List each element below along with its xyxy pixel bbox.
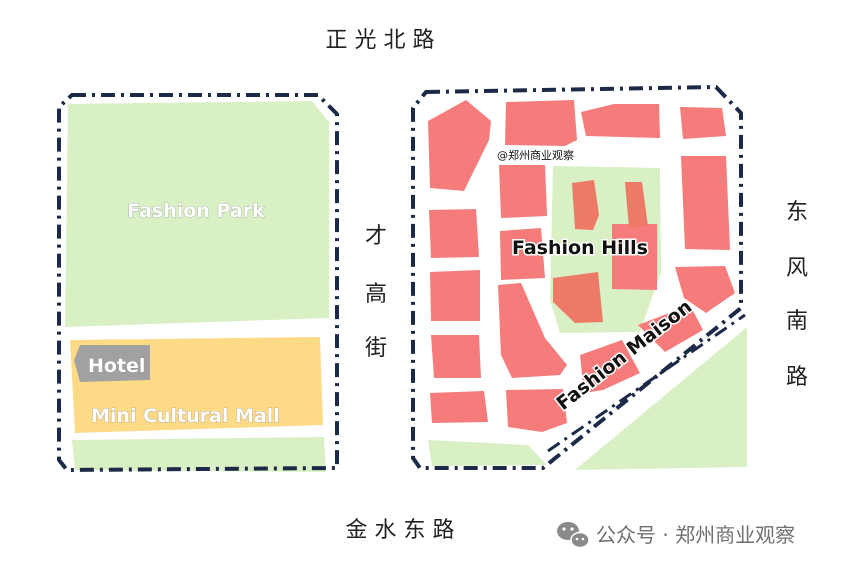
watermark: 公众号 · 郑州商业观察 (557, 522, 795, 549)
hotel-area (74, 345, 150, 382)
middle-street-char: 才 (365, 224, 387, 249)
building-block (681, 156, 730, 250)
building-block (612, 224, 657, 290)
east-road-char: 南 (786, 309, 808, 334)
west-south-green-strip (72, 437, 326, 472)
building-block (572, 180, 599, 230)
fashion-park-area (65, 101, 329, 327)
southwest-green-strip (428, 440, 547, 466)
building-block (506, 389, 567, 432)
building-block (580, 340, 640, 393)
east-road-char: 东 (786, 200, 808, 225)
building-block (431, 335, 481, 378)
building-block (505, 100, 577, 146)
east-road-label: 东 风 南 路 (786, 200, 808, 390)
west-plot (57, 93, 339, 472)
building-block (553, 272, 603, 323)
east-road-char: 风 (786, 256, 808, 281)
east-road-char: 路 (786, 365, 808, 390)
southeast-green-triangle (575, 327, 747, 470)
hotel-label: Hotel (88, 355, 145, 377)
building-block (499, 165, 547, 218)
south-road-label: 金 水 东 路 (346, 518, 455, 543)
east-building-blocks (428, 100, 735, 432)
mini-cultural-mall-label: Mini Cultural Mall (91, 405, 280, 427)
building-block (638, 305, 703, 352)
building-block (430, 270, 480, 321)
middle-street-label: 才 高 街 (365, 224, 387, 361)
east-plot-boundary (411, 85, 743, 470)
fashion-park-label: Fashion Park (127, 200, 265, 222)
building-block (500, 228, 545, 280)
building-block (428, 100, 491, 191)
building-block (581, 104, 660, 138)
watermark-text: 公众号 · 郑州商业观察 (596, 523, 795, 547)
building-block (625, 182, 648, 228)
building-block (429, 209, 479, 258)
credit-label: @郑州商业观察 (497, 148, 574, 162)
east-plot (411, 85, 747, 470)
west-plot-boundary (57, 93, 339, 472)
wechat-icon (557, 522, 590, 549)
north-road-label: 正 光 北 路 (326, 28, 435, 53)
building-block (680, 107, 726, 139)
middle-street-char: 高 (365, 282, 387, 307)
building-block (430, 391, 488, 423)
fashion-hills-label: Fashion Hills (512, 237, 648, 259)
building-block (498, 283, 567, 378)
middle-street-char: 街 (365, 336, 387, 361)
building-block (675, 266, 735, 313)
